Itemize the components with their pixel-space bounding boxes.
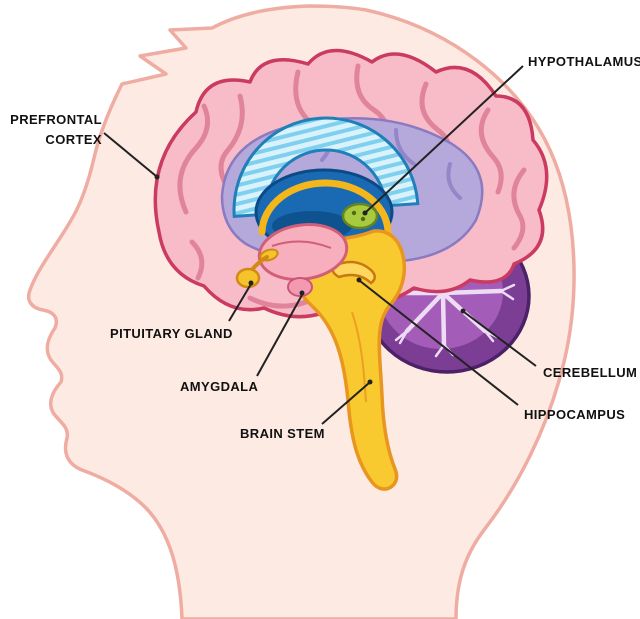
leader-prefrontal-cortex <box>103 132 157 177</box>
label-prefrontal-cortex: PREFRONTAL CORTEX <box>10 112 102 147</box>
amygdala-structure <box>287 277 313 297</box>
leader-hypothalamus <box>365 65 524 213</box>
leader-brain-stem <box>321 382 370 425</box>
label-hippocampus: HIPPOCAMPUS <box>524 407 626 422</box>
leader-dots <box>154 174 466 385</box>
pons-fold <box>271 240 332 249</box>
label-amygdala: AMYGDALA <box>180 379 259 394</box>
brain-stem-structure <box>291 229 407 491</box>
leader-pituitary-gland <box>228 283 252 322</box>
leader-lines <box>103 65 537 425</box>
leader-cerebellum <box>463 311 537 367</box>
hypothalamus-dot <box>360 216 366 222</box>
hypothalamus-dot <box>351 210 357 216</box>
fornix <box>258 179 392 238</box>
brain-stem-ridge <box>351 311 367 403</box>
hippocampus-structure <box>331 260 376 285</box>
label-cerebellum: CEREBELLUM <box>543 365 638 380</box>
leader-amygdala <box>256 294 303 377</box>
label-hypothalamus: HYPOTHALAMUS <box>528 54 640 69</box>
corpus-callosum <box>232 116 420 219</box>
label-brain-stem: BRAIN STEM <box>240 426 325 441</box>
leader-hippocampus <box>359 280 519 406</box>
pituitary-structure <box>235 267 261 289</box>
label-pituitary-gland: PITUITARY GLAND <box>110 326 233 341</box>
